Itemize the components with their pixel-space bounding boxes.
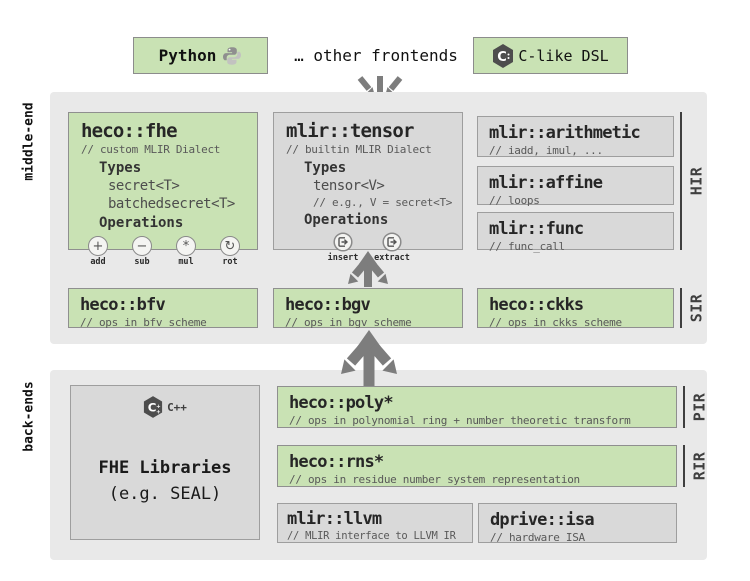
fhe-ops-row: + add − sub * mul ↻ rot <box>81 236 247 267</box>
heco-poly-comment: // ops in polynomial ring + number theor… <box>289 413 631 427</box>
plus-circle-icon: + <box>88 236 108 257</box>
mlir-tensor-comment: // builtin MLIR Dialect <box>286 142 432 156</box>
insert-op-label: insert <box>327 253 359 264</box>
other-frontends-label: … other frontends <box>294 46 458 65</box>
fhe-type-secret: secret<T> <box>108 178 180 195</box>
heco-bfv-title: heco::bfv <box>80 295 166 315</box>
mul-op: * mul <box>172 236 200 267</box>
pir-bracket <box>683 386 685 428</box>
fhe-libraries-subtitle: (e.g. SEAL) <box>108 484 222 504</box>
svg-text:C: C <box>148 401 157 415</box>
heco-bfv-box: heco::bfv // ops in bfv scheme <box>68 288 258 329</box>
c-logo-icon: C <box>493 43 514 68</box>
rot-op-label: rot <box>222 257 238 268</box>
mlir-tensor-title: mlir::tensor <box>286 120 414 142</box>
fhe-ops-header: Operations <box>99 215 184 232</box>
svg-text:+: + <box>156 404 161 410</box>
mlir-arithmetic-title: mlir::arithmetic <box>489 123 641 143</box>
rir-bracket <box>683 445 685 487</box>
sir-bracket <box>680 288 682 328</box>
heco-rns-comment: // ops in residue number system represen… <box>289 472 580 486</box>
heco-bgv-box: heco::bgv // ops in bgv scheme <box>273 288 463 329</box>
mlir-tensor-box: mlir::tensor // builtin MLIR Dialect Typ… <box>273 112 463 263</box>
heco-bgv-title: heco::bgv <box>285 295 371 315</box>
pir-label: PIR <box>690 392 708 422</box>
fhe-libraries-title: FHE Libraries <box>98 458 232 478</box>
mul-op-label: mul <box>178 257 194 268</box>
add-op: + add <box>84 236 112 267</box>
mlir-func-box: mlir::func // func_call <box>477 212 674 253</box>
heco-ckks-comment: // ops in ckks scheme <box>489 315 622 329</box>
python-label: Python <box>158 46 217 65</box>
extract-op: extract <box>372 232 412 263</box>
cpp-logo-row: C + + C++ <box>143 396 187 418</box>
rot-op: ↻ rot <box>216 236 244 267</box>
sir-label: SIR <box>687 293 705 323</box>
fhe-libraries-box: C + + C++ FHE Libraries (e.g. SEAL) <box>70 385 260 540</box>
heco-bfv-comment: // ops in bfv scheme <box>80 315 207 329</box>
tensor-types-header: Types <box>304 160 347 177</box>
mlir-affine-box: mlir::affine // loops <box>477 166 674 207</box>
add-op-label: add <box>90 257 106 268</box>
minus-circle-icon: − <box>132 236 152 257</box>
svg-text:C: C <box>498 50 508 65</box>
extract-op-label: extract <box>374 253 410 264</box>
hir-sir-arrows-icon <box>348 251 388 287</box>
fhe-types-header: Types <box>99 160 142 177</box>
asterisk-circle-icon: * <box>176 236 196 257</box>
heco-ckks-box: heco::ckks // ops in ckks scheme <box>477 288 674 329</box>
rir-label: RIR <box>690 451 708 481</box>
c-dsl-frontend-box: C C-like DSL <box>473 37 628 74</box>
tensor-ops-header: Operations <box>304 212 389 229</box>
heco-fhe-box: heco::fhe // custom MLIR Dialect Types s… <box>68 112 258 267</box>
heco-bgv-comment: // ops in bgv scheme <box>285 315 412 329</box>
heco-ckks-title: heco::ckks <box>489 295 584 315</box>
heco-poly-box: heco::poly* // ops in polynomial ring + … <box>277 386 677 428</box>
mlir-affine-comment: // loops <box>489 193 540 207</box>
hir-bracket <box>680 112 682 250</box>
rotate-circle-icon: ↻ <box>220 236 240 257</box>
mlir-func-comment: // func_call <box>489 239 565 253</box>
dprive-isa-title: dprive::isa <box>490 510 595 530</box>
tensor-type: tensor<V> <box>313 178 385 195</box>
mlir-llvm-box: mlir::llvm // MLIR interface to LLVM IR <box>277 503 473 543</box>
tensor-type-comment: // e.g., V = secret<T> <box>313 196 453 210</box>
heco-rns-title: heco::rns* <box>289 452 384 472</box>
mlir-arithmetic-comment: // iadd, imul, ... <box>489 143 603 157</box>
mlir-arithmetic-box: mlir::arithmetic // iadd, imul, ... <box>477 116 674 157</box>
python-icon <box>223 46 242 65</box>
heco-rns-box: heco::rns* // ops in residue number syst… <box>277 445 677 487</box>
mlir-llvm-comment: // MLIR interface to LLVM IR <box>287 529 456 542</box>
c-dsl-label: C-like DSL <box>518 46 609 65</box>
middle-end-section-label: middle-end <box>21 101 37 181</box>
dprive-isa-box: dprive::isa // hardware ISA <box>478 503 677 544</box>
back-ends-section-label: back-ends <box>21 380 37 452</box>
python-frontend-box: Python <box>133 37 268 74</box>
heco-poly-title: heco::poly* <box>289 393 394 413</box>
sub-op: − sub <box>128 236 156 267</box>
cpp-logo-icon: C + + <box>143 396 163 418</box>
heco-fhe-comment: // custom MLIR Dialect <box>81 142 221 156</box>
tensor-ops-row: insert extract <box>286 232 452 263</box>
insert-op: insert <box>326 232 360 263</box>
fhe-type-batchedsecret: batchedsecret<T> <box>108 196 235 213</box>
mlir-func-title: mlir::func <box>489 219 584 239</box>
insert-icon <box>333 232 353 252</box>
svg-text:+: + <box>156 409 161 415</box>
cpp-logo-label: C++ <box>167 400 187 414</box>
sir-backends-arrows-icon <box>341 330 397 388</box>
extract-icon <box>382 232 402 252</box>
heco-fhe-title: heco::fhe <box>81 120 178 142</box>
mlir-affine-title: mlir::affine <box>489 173 603 193</box>
mlir-llvm-title: mlir::llvm <box>287 509 382 529</box>
sub-op-label: sub <box>134 257 150 268</box>
dprive-isa-comment: // hardware ISA <box>490 530 585 544</box>
hir-label: HIR <box>687 166 705 196</box>
